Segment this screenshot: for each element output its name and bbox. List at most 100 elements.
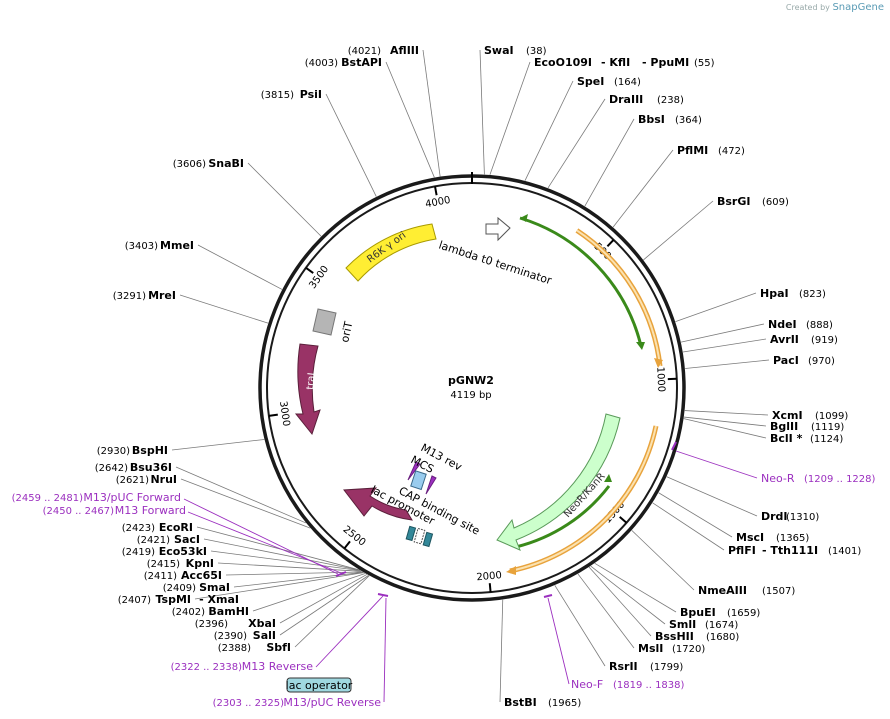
site-bcli: BclI * <box>770 432 803 445</box>
site-pos-tspmi: (2407) <box>118 595 151 606</box>
site-pos-sbfi: (2388) <box>218 643 251 654</box>
site-pos-kpni: (2415) <box>147 559 180 570</box>
leader-pflmi <box>612 149 674 228</box>
leader-nrui <box>180 478 311 529</box>
leader-spei <box>524 80 574 181</box>
primer-range-m13-puc-reverse: (2303 .. 2325) <box>213 698 285 709</box>
site-pos-paci: (970) <box>808 356 835 367</box>
site-afliii: AflIII <box>390 44 419 57</box>
site-ecoo109i: EcoO109I <box>534 56 592 69</box>
site-pos-drdi: (1310) <box>786 512 819 523</box>
site-bsrgi: BsrGI <box>717 195 750 208</box>
leader-psii <box>325 93 377 197</box>
leader-msci <box>658 492 733 538</box>
lac-promoter-block <box>405 525 417 542</box>
r6k-ori-arrow <box>345 223 437 282</box>
site-tth111i: - Tth111I <box>762 544 818 557</box>
site-bglii: BglII <box>770 420 798 433</box>
mcs-block <box>410 470 427 491</box>
site-pos-mrei: (3291) <box>113 291 146 302</box>
leader-hpai <box>675 292 757 322</box>
restriction-site-labels: SwaI(38)EcoO109I- KflI- PpuMI(55)SpeI(16… <box>95 44 862 709</box>
leader-kpni <box>217 562 362 572</box>
leader-saci <box>203 538 360 571</box>
tick-label-2500: 2500 <box>341 524 368 548</box>
m13-reverse-tick <box>377 593 389 597</box>
site-leader-lines <box>171 49 770 703</box>
site-pos-ndei: (888) <box>806 320 833 331</box>
tick-mark-500 <box>606 239 615 247</box>
site-pos-bcli: (1124) <box>810 434 843 445</box>
primer-leader-neo-f <box>547 597 570 685</box>
m13-rev-marker-1 <box>407 461 421 481</box>
leader-sbfi <box>294 575 370 648</box>
site-ndei: NdeI <box>768 318 797 331</box>
site-pos-tth111i: (1401) <box>828 546 861 557</box>
site-hpai: HpaI <box>760 287 789 300</box>
site-tspmi: TspMI <box>155 593 191 606</box>
primer-m13-puc-reverse: M13/pUC Reverse <box>283 696 381 709</box>
site-bsshii: BssHII <box>655 630 694 643</box>
site-pos-saci: (2421) <box>137 535 170 546</box>
orf-green-2 <box>515 485 611 549</box>
primer-m13-reverse: M13 Reverse <box>242 660 313 673</box>
site-paci: PacI <box>773 354 799 367</box>
site-pos-msli: (1720) <box>672 644 705 655</box>
tick-label-2000: 2000 <box>476 570 502 583</box>
site-bstbi: BstBI <box>504 696 537 709</box>
site-snabi: SnaBI <box>208 157 244 170</box>
leader-bsrgi <box>643 200 714 261</box>
orf-orange-2-head <box>506 566 516 575</box>
tick-label-4000: 4000 <box>424 195 451 210</box>
tick-mark-2000 <box>488 583 492 593</box>
site-pos-bamhi: (2402) <box>172 607 205 618</box>
site-pos-psii: (3815) <box>261 90 294 101</box>
primer-ticks <box>335 441 677 598</box>
site-pos-snabi: (3606) <box>173 159 206 170</box>
leader-snabi <box>247 162 322 237</box>
orf-orange-1 <box>575 228 663 367</box>
site-pflmi: PflMI <box>677 144 708 157</box>
site-xmai: - XmaI <box>199 593 239 606</box>
site-kpni: KpnI <box>186 557 214 570</box>
site-kfli: - KflI <box>601 56 630 69</box>
tick-label-3000: 3000 <box>277 400 291 427</box>
neo-r-tick <box>671 441 677 451</box>
traj-arrow <box>294 343 321 436</box>
site-nmeaiii: NmeAIII <box>698 584 747 597</box>
site-mmei: MmeI <box>160 239 194 252</box>
site-bsu36i: Bsu36I <box>130 461 172 474</box>
site-bamhi: BamHI <box>208 605 249 618</box>
site-pos-ecori: (2423) <box>122 523 155 534</box>
site-pos-spei: (164) <box>614 77 641 88</box>
leader-ecori <box>196 526 360 571</box>
site-pos-bsshii: (1680) <box>706 632 739 643</box>
primer-neo-r: Neo-R <box>761 472 795 485</box>
site-ppumi: - PpuMI <box>642 56 689 69</box>
site-pos-afliii: (4021) <box>348 46 381 57</box>
site-psii: PsiI <box>300 88 322 101</box>
site-pos-bglii: (1119) <box>811 422 844 433</box>
primer-range-neo-f: (1819 .. 1838) <box>613 680 685 691</box>
site-pos-sali: (2390) <box>214 631 247 642</box>
site-spei: SpeI <box>577 75 604 88</box>
site-pos-ppumi: (55) <box>694 58 715 69</box>
orf-green-1 <box>519 216 643 347</box>
site-swai: SwaI <box>484 44 514 57</box>
site-pos-acc65i: (2411) <box>144 571 177 582</box>
site-pos-hpai: (823) <box>799 289 826 300</box>
primer-labels: Neo-R(1209 .. 1228)Neo-F(1819 .. 1838)M1… <box>12 450 876 709</box>
site-xbai: XbaI <box>248 617 276 630</box>
site-pos-eco53ki: (2419) <box>122 547 155 558</box>
leader-smli <box>590 565 666 625</box>
plasmid-name: pGNW2 <box>448 374 494 387</box>
tick-mark-2500 <box>343 540 351 550</box>
tick-label-3500: 3500 <box>307 264 331 291</box>
credit-prefix: Created by <box>785 3 830 12</box>
leader-rsrii <box>554 585 606 667</box>
orf-green-1-tail <box>520 214 528 222</box>
site-acc65i: Acc65I <box>181 569 222 582</box>
site-smai: SmaI <box>199 581 230 594</box>
tick-mark-4000 <box>434 186 438 196</box>
site-pos-xcmi: (1099) <box>815 411 848 422</box>
